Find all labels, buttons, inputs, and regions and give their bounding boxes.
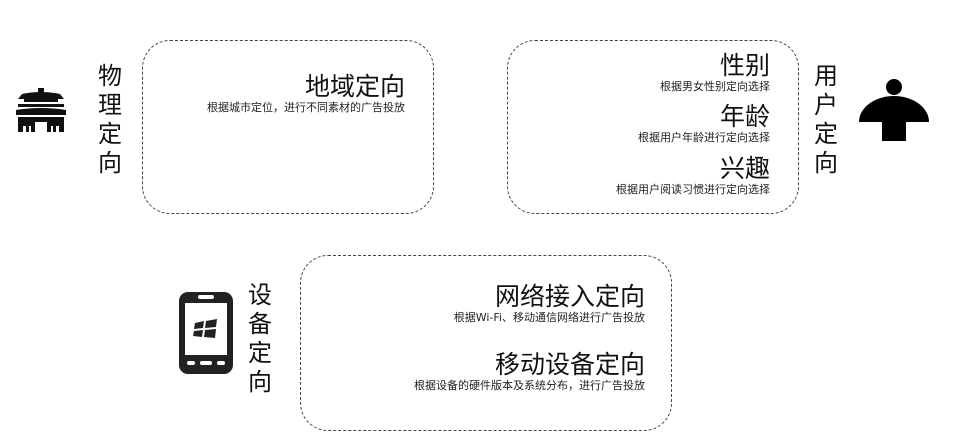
age-targeting-item: 年龄 根据用户年龄进行定向选择	[638, 103, 770, 145]
label-char: 户	[814, 91, 838, 119]
item-desc: 根据用户年龄进行定向选择	[638, 131, 770, 144]
item-title: 地域定向	[304, 72, 405, 101]
item-title: 网络接入定向	[494, 282, 645, 311]
label-char: 定	[814, 120, 838, 148]
label-char: 物	[98, 62, 122, 90]
person-icon	[858, 78, 930, 142]
label-char: 设	[248, 281, 272, 309]
interest-targeting-item: 兴趣 根据用户阅读习惯进行定向选择	[616, 155, 770, 197]
item-title: 性别	[719, 51, 770, 80]
label-char: 定	[248, 339, 272, 367]
palace-icon	[14, 88, 68, 134]
label-char: 向	[98, 149, 122, 177]
item-title: 兴趣	[719, 154, 770, 183]
item-title: 移动设备定向	[494, 350, 645, 379]
item-desc: 根据男女性别定向选择	[660, 80, 770, 93]
device-targeting-box	[300, 255, 672, 431]
user-targeting-box	[507, 40, 799, 214]
label-char: 理	[98, 91, 122, 119]
device-targeting-label: 设 备 定 向	[246, 281, 274, 397]
label-char: 定	[98, 120, 122, 148]
gender-targeting-item: 性别 根据男女性别定向选择	[660, 52, 770, 94]
windows-phone-icon	[178, 291, 234, 375]
item-desc: 根据设备的硬件版本及系统分布，进行广告投放	[414, 379, 645, 392]
item-desc: 根据城市定位，进行不同素材的广告投放	[207, 101, 405, 114]
label-char: 备	[248, 310, 272, 338]
geo-targeting-item: 地域定向 根据城市定位，进行不同素材的广告投放	[207, 73, 405, 115]
label-char: 向	[248, 368, 272, 396]
physical-targeting-box	[142, 40, 434, 214]
label-char: 向	[814, 149, 838, 177]
label-char: 用	[814, 62, 838, 90]
network-targeting-item: 网络接入定向 根据Wi-Fi、移动通信网络进行广告投放	[454, 283, 645, 325]
physical-targeting-label: 物 理 定 向	[96, 62, 124, 178]
mobile-device-targeting-item: 移动设备定向 根据设备的硬件版本及系统分布，进行广告投放	[414, 351, 645, 393]
item-desc: 根据Wi-Fi、移动通信网络进行广告投放	[453, 311, 645, 324]
user-targeting-label: 用 户 定 向	[812, 62, 840, 178]
item-desc: 根据用户阅读习惯进行定向选择	[616, 183, 770, 196]
item-title: 年龄	[719, 102, 770, 131]
